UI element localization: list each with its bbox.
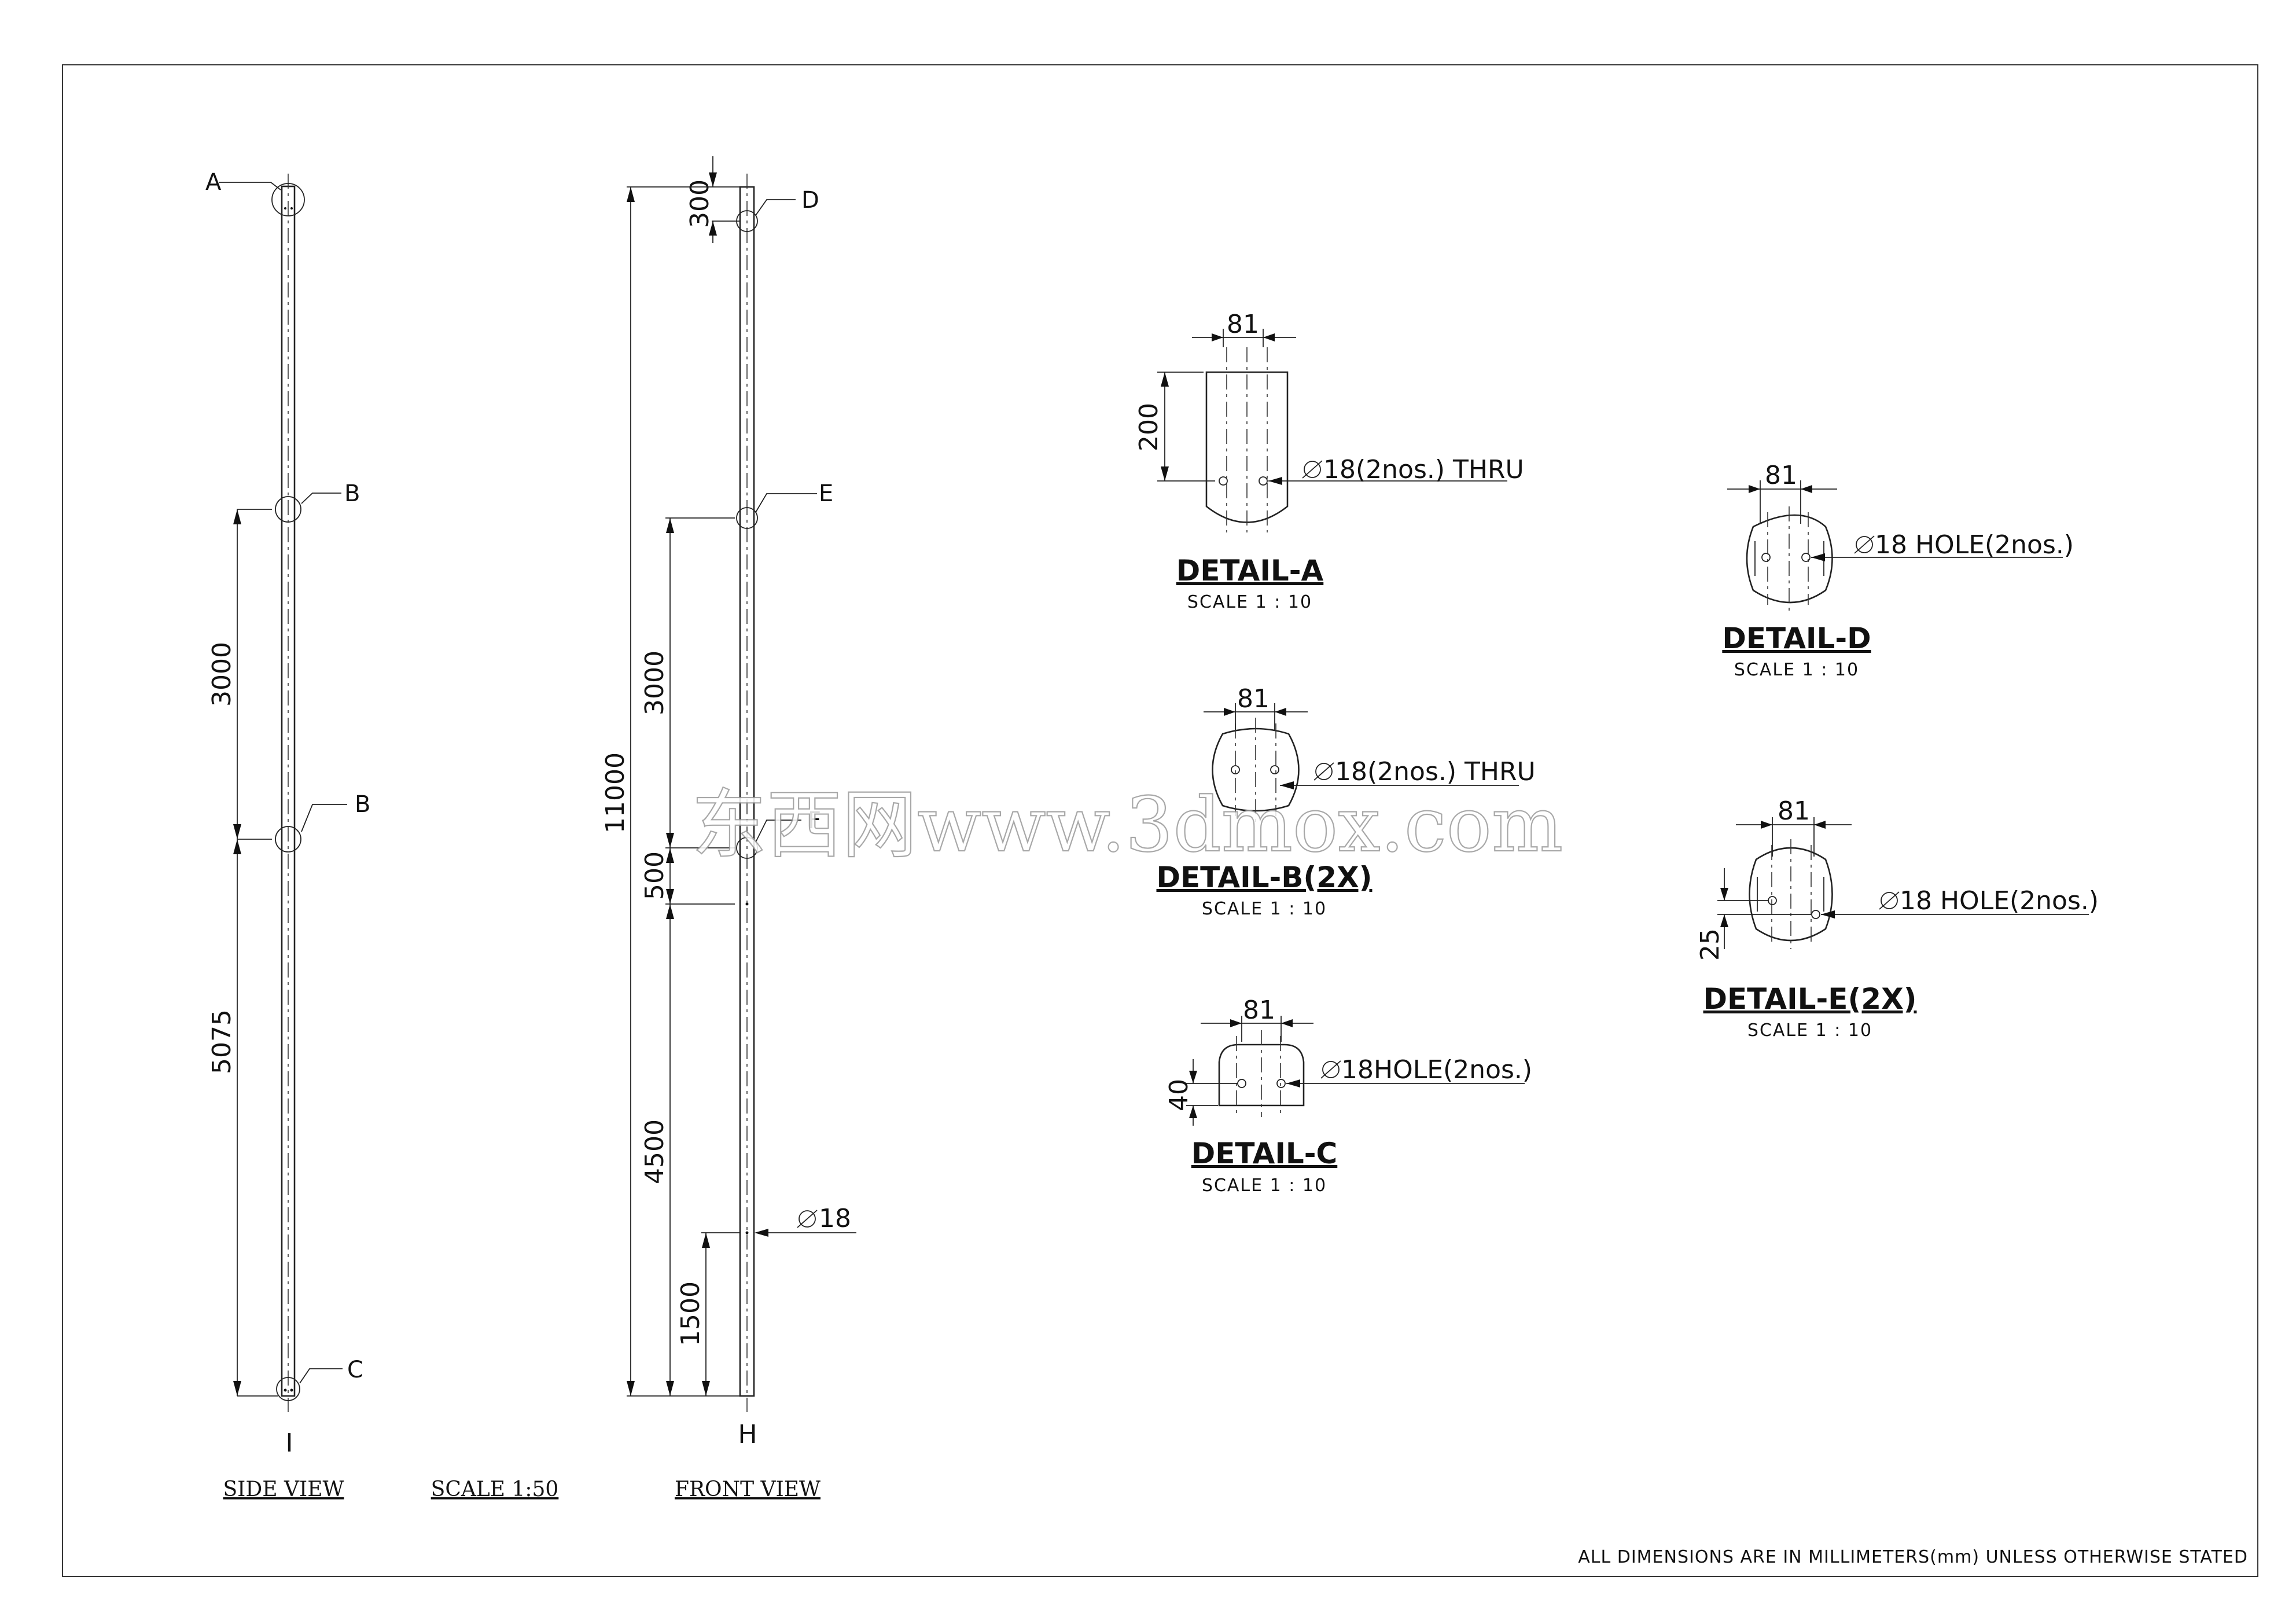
callout-label-f: F bbox=[808, 807, 821, 834]
callout-circle-c bbox=[276, 1377, 300, 1401]
detail-a-outline bbox=[1205, 371, 1289, 523]
detail-a-height: 200 bbox=[1134, 403, 1164, 451]
callout-label-e: E bbox=[819, 480, 833, 507]
watermark: 东西网www.3dmox.com bbox=[691, 781, 1563, 869]
detail-d-width: 81 bbox=[1765, 461, 1797, 490]
detail-d-note: 18 HOLE(2nos.) bbox=[1875, 530, 2074, 560]
detail-c-scale: SCALE 1 : 10 bbox=[1202, 1175, 1327, 1196]
side-view: A B B C 3000 5075 I SIDE VIEW bbox=[205, 169, 370, 1501]
detail-c: 81 40 18HOLE(2nos.) DETAIL-C SCALE 1 : 1… bbox=[1164, 995, 1532, 1196]
callout-label-b1: B bbox=[344, 480, 360, 507]
detail-e-title: DETAIL-E(2X) bbox=[1703, 982, 1917, 1016]
detail-a-title: DETAIL-A bbox=[1176, 554, 1324, 587]
callout-circle-b2 bbox=[275, 826, 301, 853]
front-section-mark: H bbox=[738, 1420, 757, 1449]
side-dim-5075: 5075 bbox=[207, 1009, 237, 1074]
detail-e-width: 81 bbox=[1778, 796, 1810, 826]
detail-e: 81 25 18 HOLE(2nos.) DETAIL-E(2X) SCALE … bbox=[1695, 796, 2099, 1041]
footer-note: ALL DIMENSIONS ARE IN MILLIMETERS(mm) UN… bbox=[1578, 1547, 2248, 1567]
detail-b-note: 18(2nos.) THRU bbox=[1335, 757, 1536, 787]
front-hole-note: 18 bbox=[819, 1204, 851, 1233]
side-dim-3000: 3000 bbox=[207, 642, 237, 707]
detail-a-scale: SCALE 1 : 10 bbox=[1187, 592, 1312, 612]
detail-b-width: 81 bbox=[1237, 684, 1270, 714]
detail-c-title: DETAIL-C bbox=[1191, 1137, 1338, 1170]
detail-b-title: DETAIL-B(2X) bbox=[1157, 861, 1373, 894]
front-dim-300: 300 bbox=[685, 179, 715, 228]
detail-e-scale: SCALE 1 : 10 bbox=[1747, 1020, 1872, 1041]
detail-a-note: 18(2nos.) THRU bbox=[1323, 455, 1524, 484]
callout-label-a: A bbox=[205, 169, 222, 196]
front-dim-11000: 11000 bbox=[601, 752, 630, 833]
scale-title: SCALE 1:50 bbox=[431, 1478, 559, 1501]
detail-d: 81 18 HOLE(2nos.) DETAIL-D SCALE 1 : 10 bbox=[1722, 461, 2074, 680]
callout-label-c: C bbox=[347, 1357, 363, 1383]
front-dim-3000: 3000 bbox=[640, 651, 669, 715]
detail-c-height: 40 bbox=[1164, 1079, 1194, 1111]
detail-b-outline bbox=[1212, 728, 1300, 812]
sheet-border bbox=[62, 64, 2258, 1577]
front-dim-500: 500 bbox=[640, 851, 669, 900]
detail-d-title: DETAIL-D bbox=[1722, 622, 1871, 655]
detail-a-width: 81 bbox=[1227, 310, 1259, 339]
detail-e-note: 18 HOLE(2nos.) bbox=[1900, 886, 2099, 916]
front-view: D E F 300 11000 3000 500 4500 bbox=[601, 156, 856, 1501]
side-view-title: SIDE VIEW bbox=[223, 1478, 344, 1501]
detail-c-width: 81 bbox=[1243, 995, 1275, 1025]
side-section-mark: I bbox=[286, 1428, 293, 1458]
callout-label-d: D bbox=[801, 187, 819, 214]
detail-b: 81 18(2nos.) THRU DETAIL-B(2X) SCALE 1 :… bbox=[1157, 684, 1536, 919]
detail-b-scale: SCALE 1 : 10 bbox=[1202, 899, 1327, 919]
detail-c-note: 18HOLE(2nos.) bbox=[1341, 1055, 1532, 1085]
detail-d-scale: SCALE 1 : 10 bbox=[1734, 660, 1859, 680]
detail-c-outline bbox=[1218, 1044, 1305, 1107]
front-dim-4500: 4500 bbox=[640, 1119, 669, 1184]
front-dim-1500: 1500 bbox=[676, 1281, 705, 1346]
callout-label-b2: B bbox=[355, 791, 370, 818]
callout-circle-f bbox=[736, 837, 758, 859]
detail-a: 81 200 18(2nos.) THRU DETAIL-A SCALE 1 :… bbox=[1134, 310, 1524, 612]
front-view-title: FRONT VIEW bbox=[675, 1478, 820, 1501]
detail-e-outline bbox=[1749, 847, 1833, 942]
callout-circle-e bbox=[736, 507, 758, 529]
callout-circle-b1 bbox=[275, 496, 301, 523]
detail-d-outline bbox=[1746, 514, 1833, 604]
callout-circle-a bbox=[271, 183, 305, 216]
detail-e-height: 25 bbox=[1695, 928, 1725, 961]
